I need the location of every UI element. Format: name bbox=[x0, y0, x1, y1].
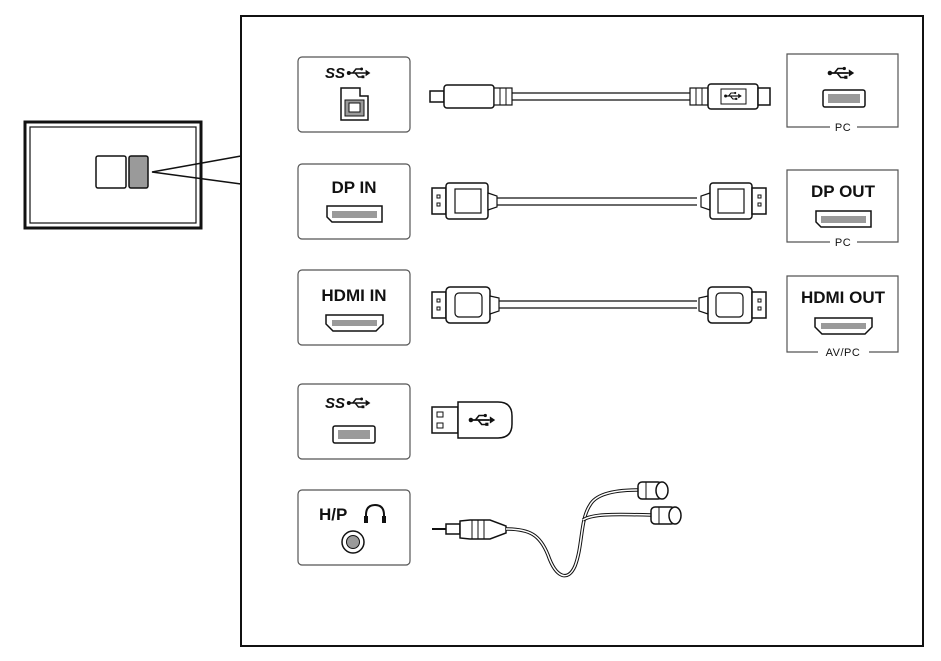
usb-cable bbox=[429, 83, 771, 110]
hdmi-out-label: HDMI OUT bbox=[801, 288, 886, 307]
usb-upstream-label: SS bbox=[325, 65, 345, 82]
headphone-port: H/P bbox=[297, 489, 411, 566]
dp-out-label: DP OUT bbox=[811, 182, 876, 201]
usb-type-b-port-icon bbox=[340, 87, 369, 121]
earbud-right bbox=[650, 506, 682, 525]
pc-dp-caption: PC bbox=[835, 237, 851, 249]
earbud-left bbox=[637, 481, 669, 500]
hdmi-cable bbox=[431, 286, 767, 324]
usb-downstream-port: SS bbox=[297, 383, 411, 460]
usb-downstream-label: SS bbox=[325, 395, 345, 412]
av-hdmi-out-port: HDMI OUT AV/PC bbox=[786, 275, 899, 359]
port-block-outline bbox=[95, 155, 127, 189]
headphone-icon bbox=[365, 503, 385, 522]
zoom-callout bbox=[151, 155, 242, 185]
hdmi-in-port: HDMI IN bbox=[297, 269, 411, 346]
dp-in-port: DP IN bbox=[297, 163, 411, 240]
port-block-highlight bbox=[128, 155, 149, 189]
pc-dp-out-port: DP OUT PC bbox=[786, 169, 899, 249]
monitor-back-thumbnail bbox=[23, 120, 242, 230]
pc-usb-port: PC bbox=[786, 53, 899, 134]
earphones-cable bbox=[432, 481, 682, 578]
usb-upstream-port: SS bbox=[297, 56, 411, 133]
av-pc-caption: AV/PC bbox=[826, 347, 861, 359]
pc-usb-caption: PC bbox=[835, 122, 851, 134]
dp-in-label: DP IN bbox=[331, 178, 376, 197]
hdmi-in-label: HDMI IN bbox=[321, 286, 386, 305]
usb-device-plug bbox=[431, 401, 513, 439]
headphone-label: H/P bbox=[319, 505, 347, 524]
displayport-cable bbox=[431, 182, 767, 220]
